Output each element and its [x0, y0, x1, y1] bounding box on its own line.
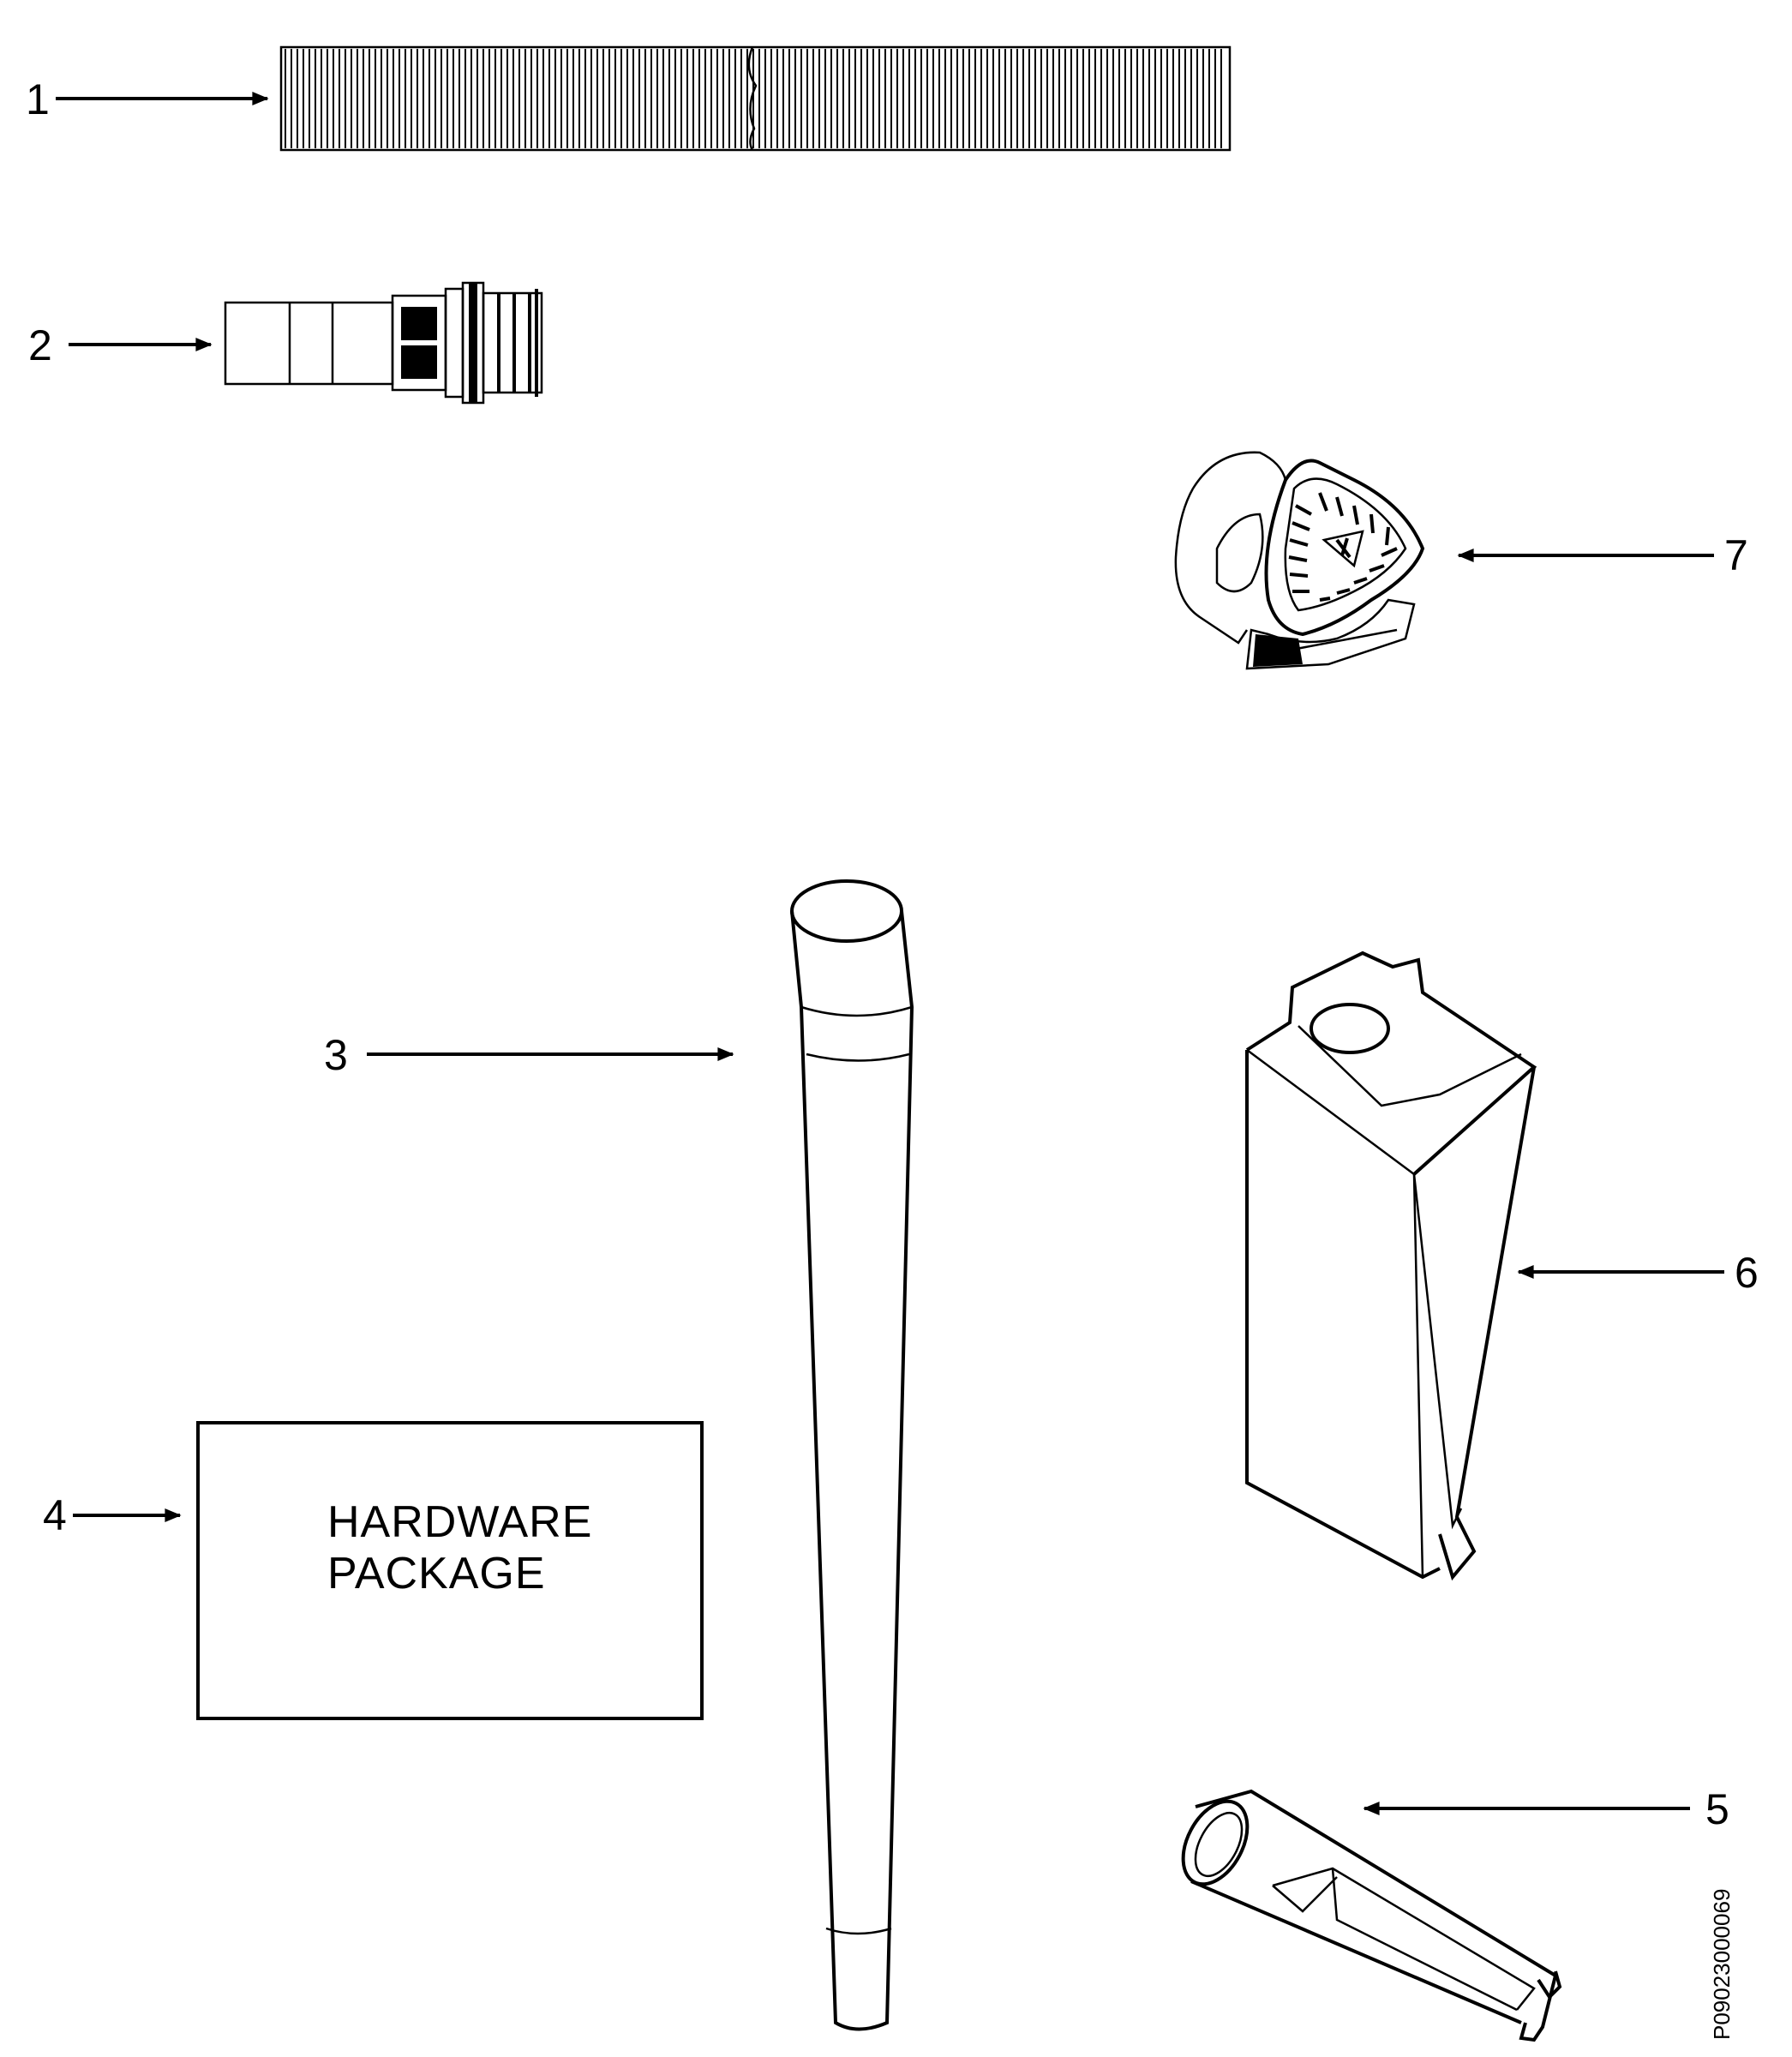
callout-5-label: 5: [1705, 1785, 1729, 1833]
callout-1: 1: [26, 75, 269, 123]
hardware-package-line2: PACKAGE: [327, 1549, 546, 1598]
drawing-code: P09023000069: [1709, 1889, 1735, 2040]
hose-cuff-part: [224, 281, 543, 405]
hose-part: [279, 45, 1232, 152]
dusting-brush-part: [1174, 451, 1425, 670]
callout-7: 7: [1457, 531, 1748, 579]
callout-3-label: 3: [324, 1031, 348, 1079]
callout-4-label: 4: [43, 1491, 67, 1539]
hardware-package-line1: HARDWARE: [327, 1497, 592, 1547]
callout-6: 6: [1517, 1249, 1759, 1297]
callout-6-label: 6: [1735, 1249, 1759, 1297]
floor-nozzle-part: [1245, 951, 1537, 1581]
hose-break-line: [747, 46, 758, 151]
callout-5: 5: [1363, 1785, 1729, 1833]
hose-ribs: [285, 49, 1222, 148]
hardware-package-part: HARDWARE PACKAGE: [196, 1421, 704, 1720]
callout-3: 3: [324, 1031, 734, 1079]
brush-bristles: [1288, 492, 1398, 602]
crevice-tool-part: [1181, 1789, 1562, 2042]
callout-4: 4: [43, 1491, 182, 1539]
callout-2: 2: [28, 321, 213, 369]
hardware-package-box: [196, 1421, 704, 1720]
extension-wand-part: [790, 879, 914, 2031]
callout-7-label: 7: [1724, 531, 1748, 579]
callout-1-label: 1: [26, 75, 50, 123]
callout-2-label: 2: [28, 321, 52, 369]
